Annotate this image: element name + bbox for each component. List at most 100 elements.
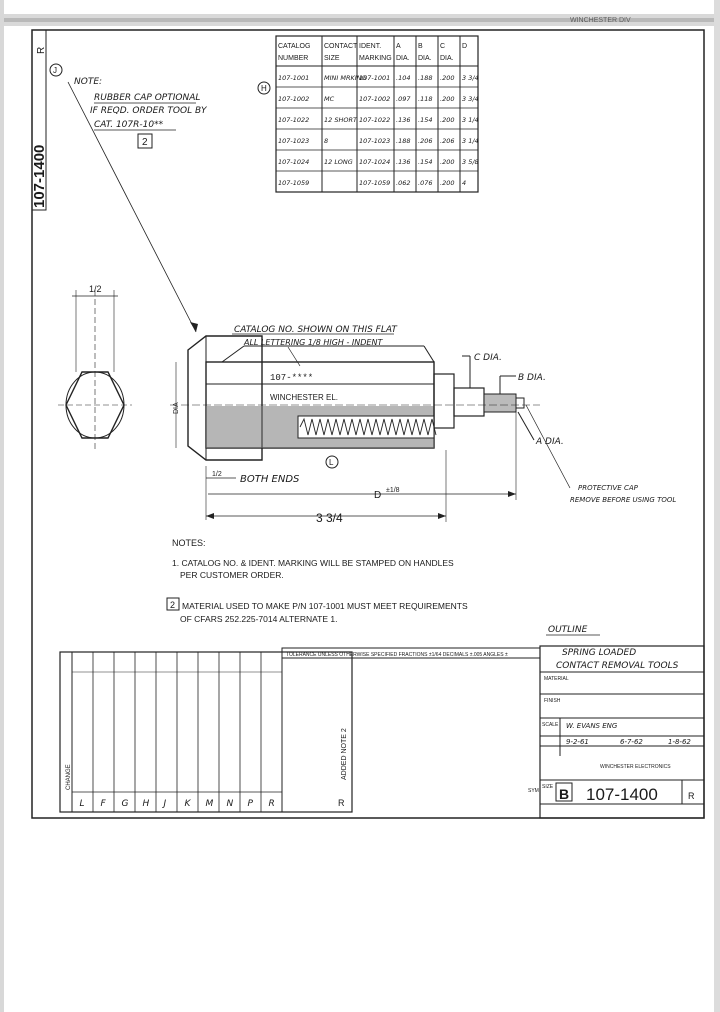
- table-cell: 3 1/4: [462, 116, 479, 124]
- svg-text:TOLERANCE UNLESS OTHERWISE SPE: TOLERANCE UNLESS OTHERWISE SPECIFIED FRA…: [286, 652, 508, 658]
- table-cell: .104: [396, 74, 410, 82]
- rev-letter: G: [122, 799, 129, 809]
- svg-text:1. CATALOG NO. & IDENT. MARKIN: 1. CATALOG NO. & IDENT. MARKING WILL BE …: [172, 558, 454, 568]
- right-dims: C DIA. B DIA. A DIA. PROTECTIVE CAP REMO…: [462, 353, 676, 504]
- svg-text:CAT. 107R-10**: CAT. 107R-10**: [94, 120, 164, 130]
- table-cell: .118: [418, 95, 432, 103]
- title-block: SPRING LOADED CONTACT REMOVAL TOOLS MATE…: [528, 645, 705, 819]
- table-cell: 107-1024: [278, 158, 309, 166]
- svg-text:OF CFARS 252.225-7014 ALTERNAT: OF CFARS 252.225-7014 ALTERNATE 1.: [180, 614, 337, 624]
- drawing-border: [31, 29, 705, 819]
- hex-end-view: 1/2: [58, 284, 132, 450]
- svg-text:C DIA.: C DIA.: [474, 353, 502, 363]
- svg-text:RUBBER CAP OPTIONAL: RUBBER CAP OPTIONAL: [94, 93, 200, 103]
- table-cell: MINI MRKING: [324, 74, 367, 82]
- table-cell: .200: [440, 116, 454, 124]
- rev-letter: N: [227, 799, 234, 809]
- svg-text:R: R: [36, 47, 47, 54]
- table-header: DIA.: [396, 55, 410, 62]
- svg-text:107-1400: 107-1400: [586, 785, 658, 804]
- tool-side-view: L DIA: [170, 335, 540, 469]
- table-header: DIA.: [440, 55, 454, 62]
- svg-text:R: R: [338, 798, 345, 808]
- table-cell: .206: [418, 137, 432, 145]
- table-cell: 3 1/4: [462, 137, 479, 145]
- table-cell: MC: [324, 95, 335, 103]
- table-cell: .206: [440, 137, 454, 145]
- svg-text:CONTACT REMOVAL TOOLS: CONTACT REMOVAL TOOLS: [556, 661, 679, 671]
- table-header: DIA.: [418, 55, 432, 62]
- rev-letter: M: [206, 799, 214, 809]
- vertical-dwg-number: 107-1400 R: [31, 29, 48, 211]
- table-header: A: [396, 43, 401, 50]
- table-cell: .200: [440, 74, 454, 82]
- svg-text:CHANGE: CHANGE: [66, 764, 72, 790]
- svg-text:1/2: 1/2: [89, 284, 102, 294]
- rev-marker-h: H: [257, 81, 271, 95]
- table-cell: .136: [396, 158, 410, 166]
- table-cell: .062: [396, 179, 410, 187]
- table-cell: .136: [396, 116, 410, 124]
- svg-text:NOTE:: NOTE:: [74, 77, 102, 87]
- svg-text:9-2-61: 9-2-61: [566, 738, 589, 746]
- table-header: CATALOG: [278, 43, 310, 50]
- svg-text:SIZE: SIZE: [542, 784, 554, 790]
- flat-label-2: ALL LETTERING 1/8 HIGH - INDENT: [243, 338, 383, 347]
- table-cell: 107-1001: [359, 74, 390, 82]
- table-header: D: [462, 43, 467, 50]
- table-header: SIZE: [324, 55, 340, 62]
- table-cell: .154: [418, 158, 432, 166]
- table-cell: 107-1059: [359, 179, 390, 187]
- svg-text:WINCHESTER ELECTRONICS: WINCHESTER ELECTRONICS: [600, 764, 671, 770]
- table-cell: .154: [418, 116, 432, 124]
- table-cell: .097: [396, 95, 411, 103]
- svg-text:B: B: [559, 786, 569, 802]
- svg-text:IF REQD. ORDER TOOL BY: IF REQD. ORDER TOOL BY: [90, 106, 208, 116]
- svg-text:A DIA.: A DIA.: [535, 437, 564, 447]
- svg-text:B DIA.: B DIA.: [518, 373, 546, 383]
- table-cell: 3 3/4: [462, 74, 479, 82]
- table-header: B: [418, 43, 423, 50]
- table-header: C: [440, 43, 445, 50]
- svg-text:W. EVANS ENG: W. EVANS ENG: [566, 722, 618, 730]
- table-cell: 107-1002: [359, 95, 390, 103]
- rev-letter: P: [248, 799, 254, 809]
- svg-text:MATERIAL: MATERIAL: [544, 676, 569, 682]
- svg-text:2: 2: [142, 137, 148, 148]
- table-cell: .188: [396, 137, 410, 145]
- svg-text:BOTH ENDS: BOTH ENDS: [240, 474, 300, 485]
- catalog-table: CATALOGNUMBERCONTACTSIZEIDENT.MARKINGADI…: [275, 35, 479, 193]
- table-header: MARKING: [359, 55, 392, 62]
- corner-stamp: WINCHESTER DIV: [570, 17, 631, 24]
- rev-letter: J: [162, 799, 167, 809]
- svg-text:2: 2: [170, 600, 175, 610]
- svg-text:NOTES:: NOTES:: [172, 538, 206, 548]
- table-cell: 12 SHORT: [324, 116, 358, 124]
- brand-marking: WINCHESTER EL.: [270, 393, 338, 402]
- bottom-dims: BOTH ENDS 1/2 D ±1/8 3 3/4: [205, 412, 517, 525]
- rev-letter: H: [143, 799, 150, 809]
- svg-text:SPRING LOADED: SPRING LOADED: [562, 648, 636, 658]
- rev-letter: F: [101, 799, 107, 809]
- svg-text:107-1400: 107-1400: [31, 145, 48, 208]
- outline-label: OUTLINE: [548, 625, 588, 635]
- table-cell: 107-1022: [359, 116, 390, 124]
- tolerance-strip: TOLERANCE UNLESS OTHERWISE SPECIFIED FRA…: [281, 647, 541, 659]
- svg-text:R: R: [688, 791, 695, 801]
- table-cell: 107-1059: [278, 179, 309, 187]
- rev-letter: K: [185, 799, 192, 809]
- table-header: IDENT.: [359, 43, 381, 50]
- table-cell: 107-1024: [359, 158, 390, 166]
- table-cell: 107-1023: [359, 137, 390, 145]
- table-cell: 3 5/8: [462, 158, 479, 166]
- svg-text:L: L: [329, 458, 334, 467]
- svg-text:PROTECTIVE CAP: PROTECTIVE CAP: [578, 484, 639, 492]
- table-cell: 12 LONG: [324, 158, 353, 166]
- table-cell: 4: [462, 179, 466, 187]
- svg-text:6-7-62: 6-7-62: [620, 738, 643, 746]
- svg-text:1/2: 1/2: [212, 471, 222, 478]
- note-callout: J NOTE: RUBBER CAP OPTIONAL IF REQD. ORD…: [49, 63, 208, 333]
- svg-text:REMOVE BEFORE USING TOOL: REMOVE BEFORE USING TOOL: [570, 496, 676, 504]
- table-cell: 8: [324, 137, 328, 145]
